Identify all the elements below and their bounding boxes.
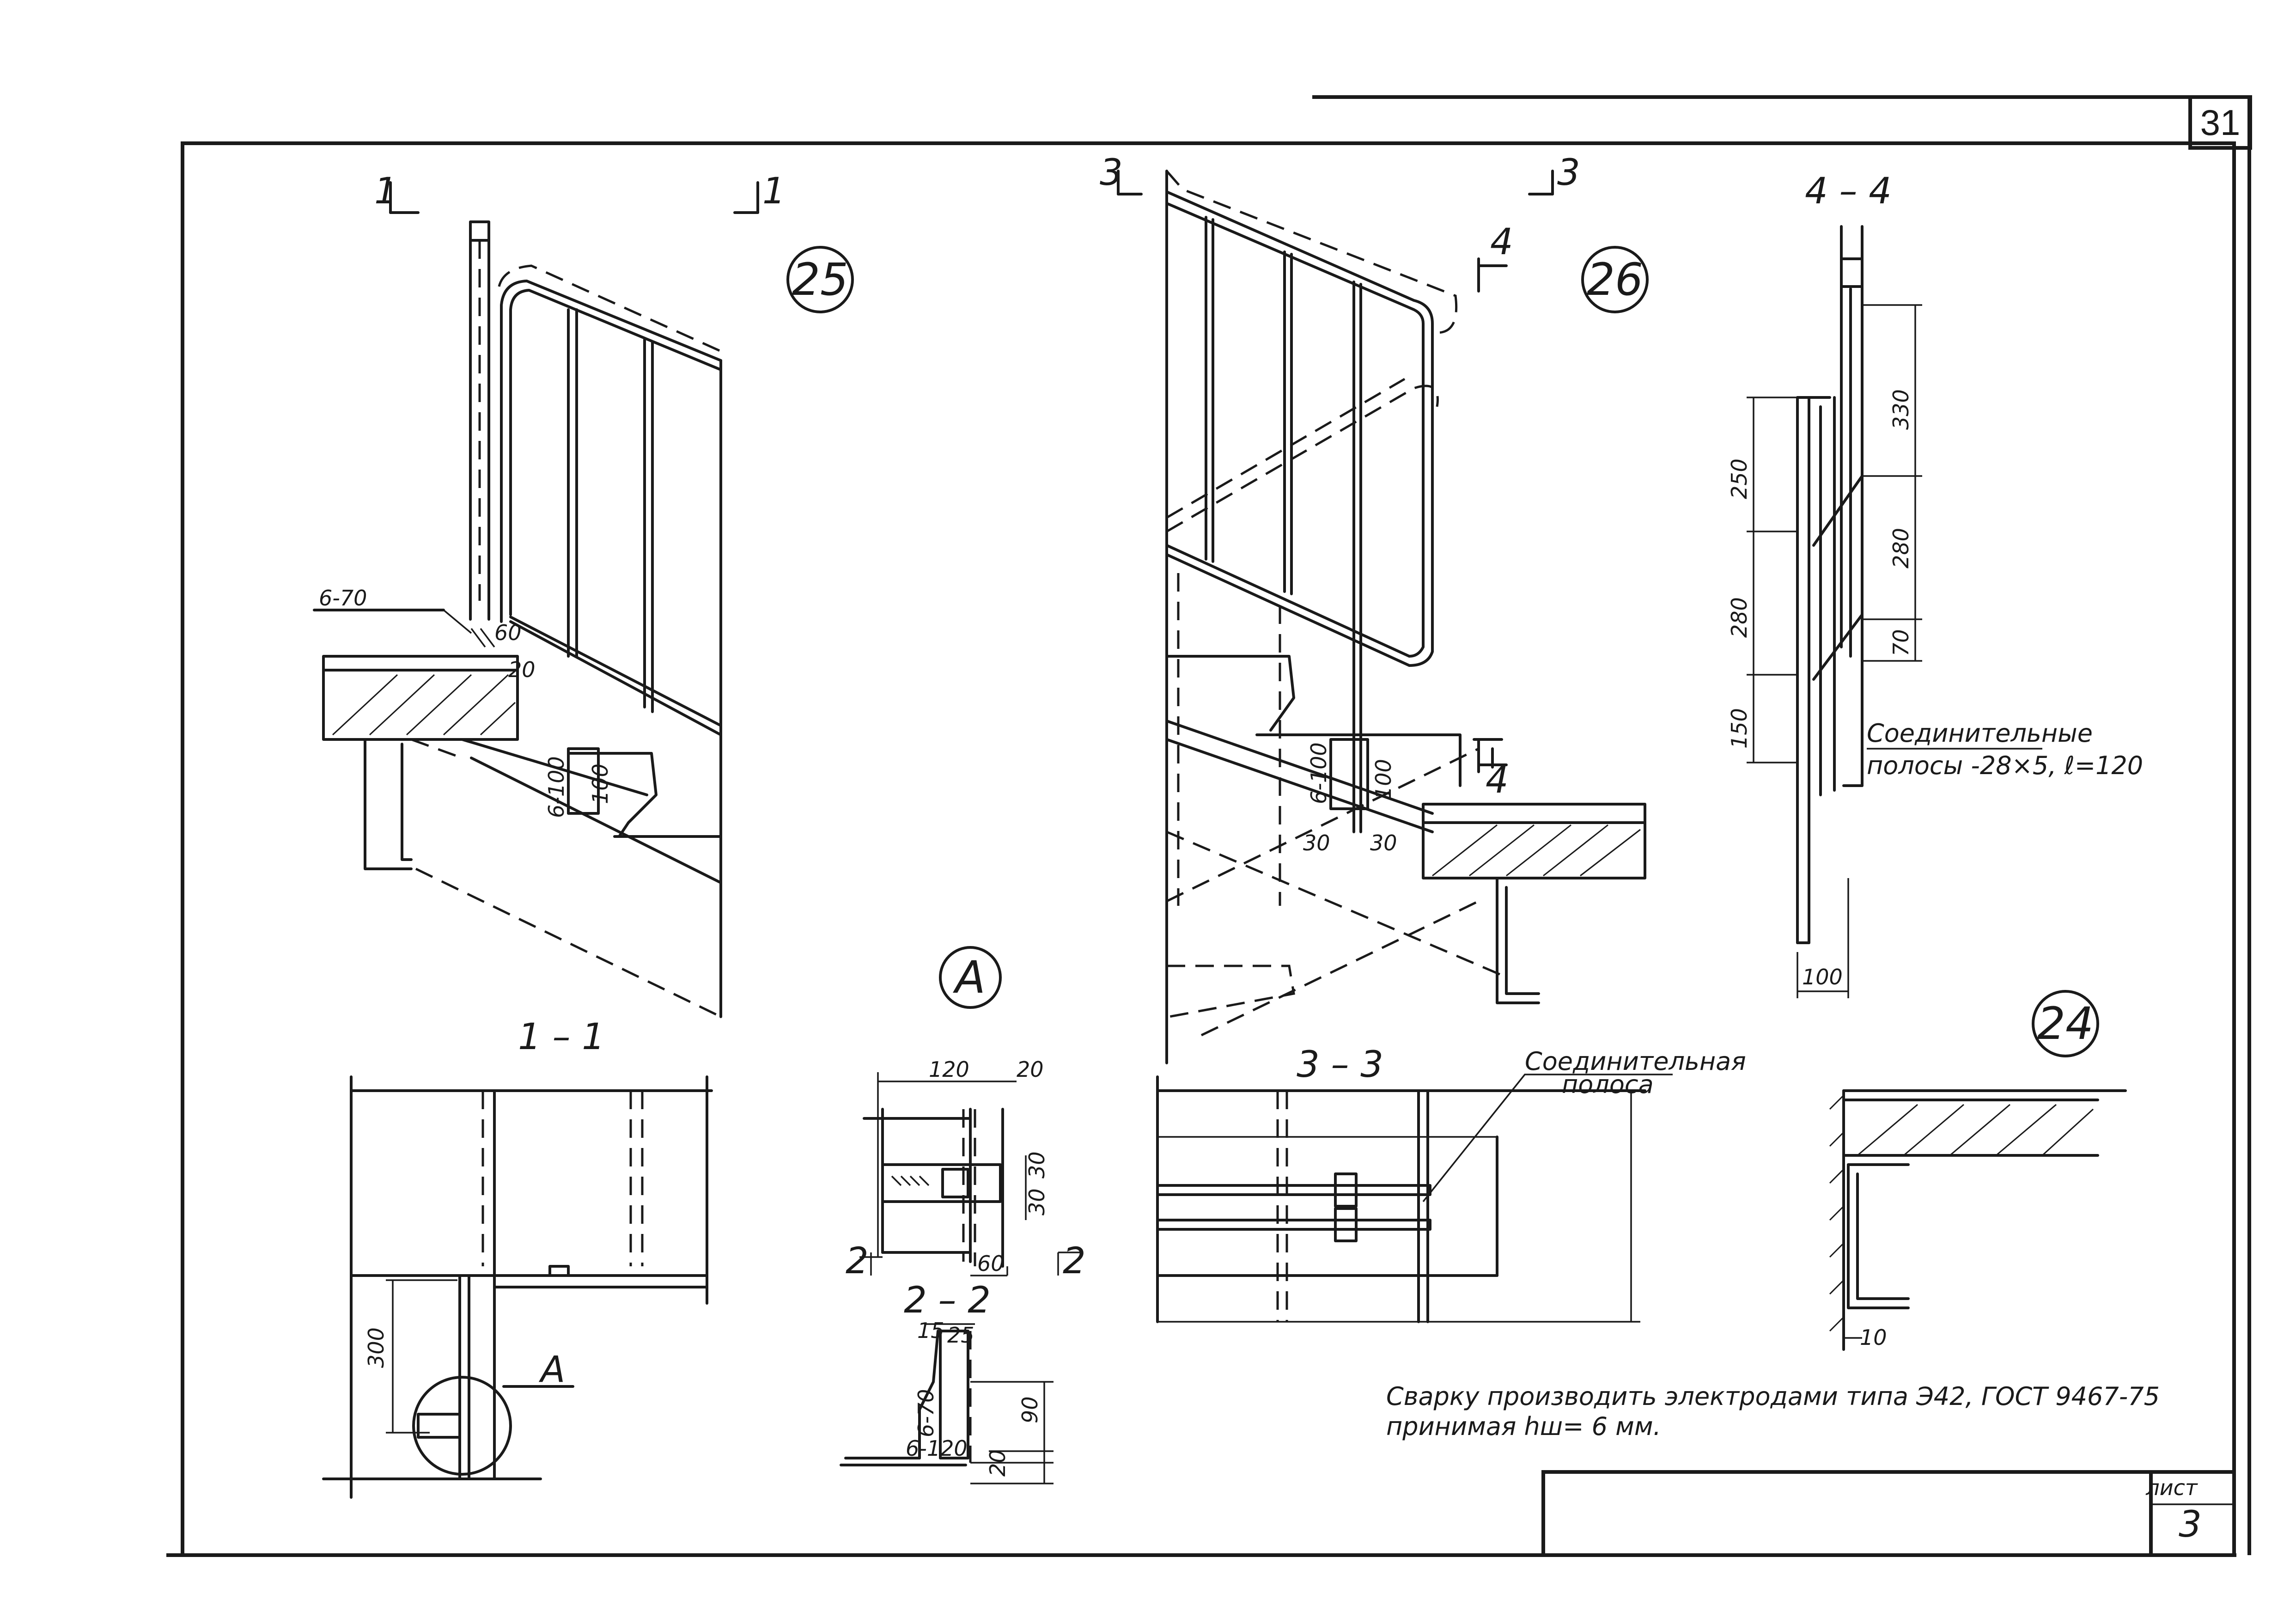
- view22-weld-6-120: 6-120: [906, 1436, 968, 1461]
- section-mark-2-left: 2: [846, 1240, 869, 1282]
- section-mark-3-right: 3: [1557, 152, 1580, 194]
- viewA-dim-120: 120: [929, 1057, 969, 1082]
- view44-note-line2: полосы -28×5, ℓ=120: [1867, 751, 2143, 780]
- view22-dim-25: 25: [947, 1323, 974, 1348]
- view33-note-line2: полоса: [1562, 1070, 1654, 1099]
- callout-24-circle: [2032, 990, 2099, 1057]
- view-3-3-title: 3 – 3: [1297, 1044, 1383, 1086]
- view44-dim-right-3: 70: [1888, 629, 1913, 656]
- view44-dim-left-1: 250: [1727, 458, 1752, 499]
- view-4-4-drawing: [1747, 225, 2042, 998]
- view44-dim-left-3: 150: [1727, 708, 1752, 749]
- view24-dim-10: 10: [1860, 1325, 1887, 1350]
- view33-note-line1: Соединительная: [1525, 1047, 1746, 1076]
- view11-marker-A: А: [538, 1349, 565, 1391]
- view-24-drawing: [1829, 1089, 2127, 1351]
- view-1-1-drawing: [322, 1075, 713, 1499]
- callout-26-circle: [1581, 246, 1649, 313]
- viewA-dim-30a: 30: [1024, 1151, 1049, 1178]
- view25-dim-100: 100: [588, 763, 613, 804]
- note-line-1: Сварку производить электродами типа Э42,…: [1386, 1382, 2160, 1411]
- view22-dim-90: 90: [1017, 1396, 1042, 1423]
- view11-dim-300: 300: [364, 1327, 389, 1368]
- callout-A-label: А: [952, 952, 986, 1003]
- viewA-dim-20: 20: [1017, 1057, 1044, 1082]
- view-1-1-title: 1 – 1: [518, 1016, 605, 1058]
- view26-weld-6-100: 6-100: [1306, 742, 1331, 804]
- view44-dim-bottom: 100: [1802, 965, 1843, 989]
- view25-weld-6-70: 6-70: [319, 586, 367, 611]
- section-mark-3-left: 3: [1100, 152, 1123, 194]
- view22-dim-20: 20: [985, 1449, 1010, 1477]
- callout-25-label: 25: [792, 254, 848, 305]
- section-mark-1-right: 1: [762, 171, 786, 212]
- note-line-2: принимая hш= 6 мм.: [1386, 1412, 1661, 1441]
- view25-dim-60: 60: [494, 620, 522, 645]
- callout-25-circle: [786, 246, 854, 313]
- view26-dim-100: 100: [1371, 759, 1396, 800]
- view-3-3-drawing: [1156, 1074, 1673, 1323]
- view44-note-line1: Соединительные: [1867, 719, 2093, 748]
- callout-A-circle: [939, 946, 1002, 1009]
- viewA-dim-30b: 30: [1024, 1188, 1049, 1215]
- section-mark-2-right: 2: [1063, 1240, 1086, 1282]
- callout-24-label: 24: [2037, 998, 2094, 1050]
- view44-dim-right-2: 280: [1888, 528, 1913, 568]
- view-4-4-title: 4 – 4: [1805, 171, 1892, 212]
- view-2-2-title: 2 – 2: [904, 1280, 991, 1321]
- view-2-2-drawing: [840, 1323, 1054, 1484]
- view26-dim-30b: 30: [1370, 830, 1397, 855]
- view-26-drawing: [1117, 170, 1646, 1064]
- view-25-drawing: [313, 181, 759, 1018]
- sheet-label: лист: [2145, 1475, 2198, 1500]
- view44-dim-right-1: 330: [1888, 389, 1913, 430]
- sheet-number: 3: [2179, 1504, 2202, 1545]
- view22-dim-15: 15: [917, 1318, 944, 1343]
- section-mark-1-left: 1: [374, 171, 397, 212]
- view26-dim-30a: 30: [1303, 830, 1330, 855]
- section-mark-4-bottom: 4: [1486, 760, 1509, 801]
- view22-weld-6-70: 6-70: [914, 1389, 938, 1437]
- view-A-drawing: [859, 1072, 1081, 1276]
- viewA-dim-60: 60: [977, 1251, 1005, 1276]
- view25-dim-20: 20: [508, 657, 536, 682]
- view25-weld-6-100: 6-100: [544, 756, 569, 818]
- view44-dim-left-2: 280: [1727, 597, 1752, 638]
- sheet-frame: [166, 95, 2252, 1557]
- callout-26-label: 26: [1587, 254, 1643, 305]
- section-mark-4-top: 4: [1490, 221, 1513, 263]
- page-number: 31: [2200, 102, 2241, 143]
